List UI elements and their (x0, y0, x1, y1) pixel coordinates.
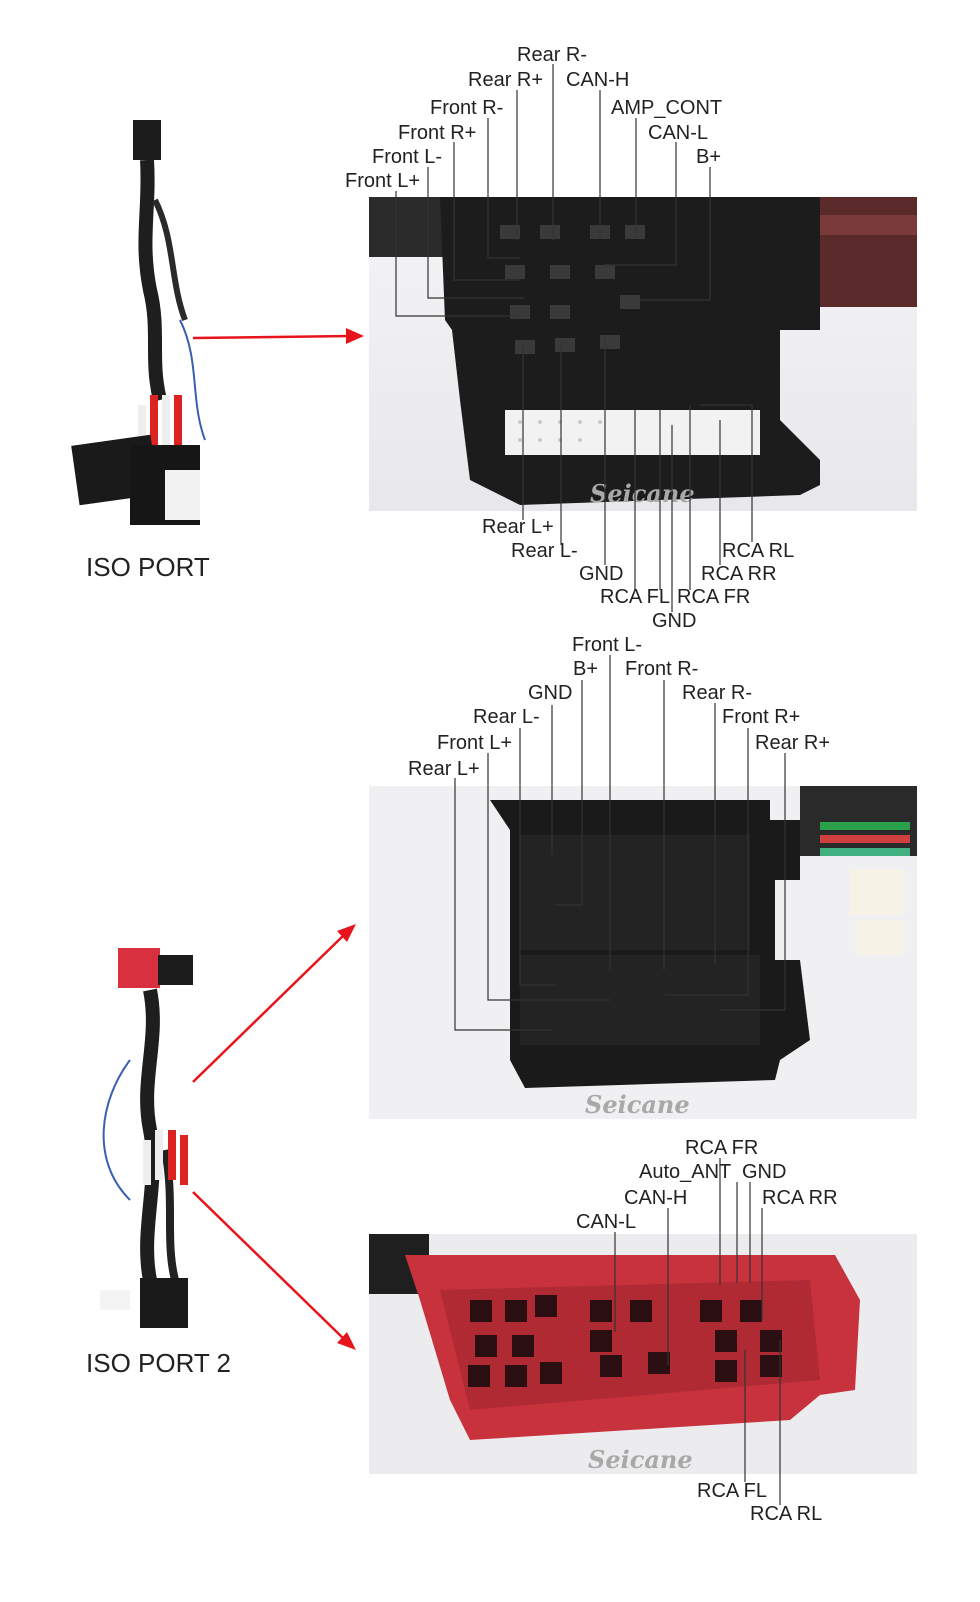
label-p1-b-plus: B+ (696, 146, 722, 168)
label-p2-rear-r-minus: Rear R- (682, 682, 753, 704)
label-p1-front-r-minus: Front R- (430, 97, 504, 119)
watermark-2: Seicane (585, 1090, 690, 1119)
label-p2-gnd: GND (528, 682, 573, 704)
label-p3-rca-fl: RCA FL (697, 1480, 768, 1502)
label-p1-rca-rr: RCA RR (701, 563, 777, 585)
port-title-2: ISO PORT 2 (86, 1348, 231, 1378)
label-p1-rca-rl: RCA RL (722, 540, 795, 562)
label-p2-rear-l-plus: Rear L+ (408, 758, 480, 780)
watermark-3: Seicane (588, 1445, 693, 1474)
label-p2-b-plus: B+ (573, 658, 599, 680)
label-p2-front-r-minus: Front R- (625, 658, 699, 680)
label-p1-can-h: CAN-H (566, 69, 630, 91)
label-p3-rca-rl: RCA RL (750, 1503, 823, 1525)
label-p2-front-l-minus: Front L- (572, 634, 643, 656)
label-p1-rear-l-minus: Rear L- (511, 540, 578, 562)
port-title-1: ISO PORT (86, 552, 210, 582)
label-p1-amp-cont: AMP_CONT (611, 97, 723, 119)
label-p3-rca-fr: RCA FR (685, 1137, 759, 1159)
label-p1-front-l-minus: Front L- (372, 146, 443, 168)
label-p1-rca-fl: RCA FL (600, 586, 671, 608)
label-p2-rear-l-minus: Rear L- (473, 706, 540, 728)
label-p1-front-l-plus: Front L+ (345, 170, 421, 192)
label-p3-gnd: GND (742, 1161, 787, 1183)
pointer-arrows (192, 328, 364, 1350)
label-p1-rear-r-minus: Rear R- (517, 44, 588, 66)
label-p1-gnd-2: GND (652, 610, 697, 632)
label-p3-can-l: CAN-L (576, 1211, 637, 1233)
harness-1-image (71, 120, 206, 525)
label-p3-auto-ant: Auto_ANT (639, 1161, 732, 1183)
label-p1-front-r-plus: Front R+ (398, 122, 477, 144)
label-p1-rear-l-plus: Rear L+ (482, 516, 554, 538)
label-p1-rear-r-plus: Rear R+ (468, 69, 544, 91)
label-p2-front-l-plus: Front L+ (437, 732, 513, 754)
label-p2-rear-r-plus: Rear R+ (755, 732, 831, 754)
label-p3-can-h: CAN-H (624, 1187, 688, 1209)
harness-2-image (100, 948, 193, 1328)
label-p1-gnd-1: GND (579, 563, 624, 585)
label-p3-rca-rr: RCA RR (762, 1187, 838, 1209)
label-p2-front-r-plus: Front R+ (722, 706, 801, 728)
watermark-1: Seicane (590, 479, 695, 508)
label-p1-can-l: CAN-L (648, 122, 709, 144)
label-p1-rca-fr: RCA FR (677, 586, 751, 608)
